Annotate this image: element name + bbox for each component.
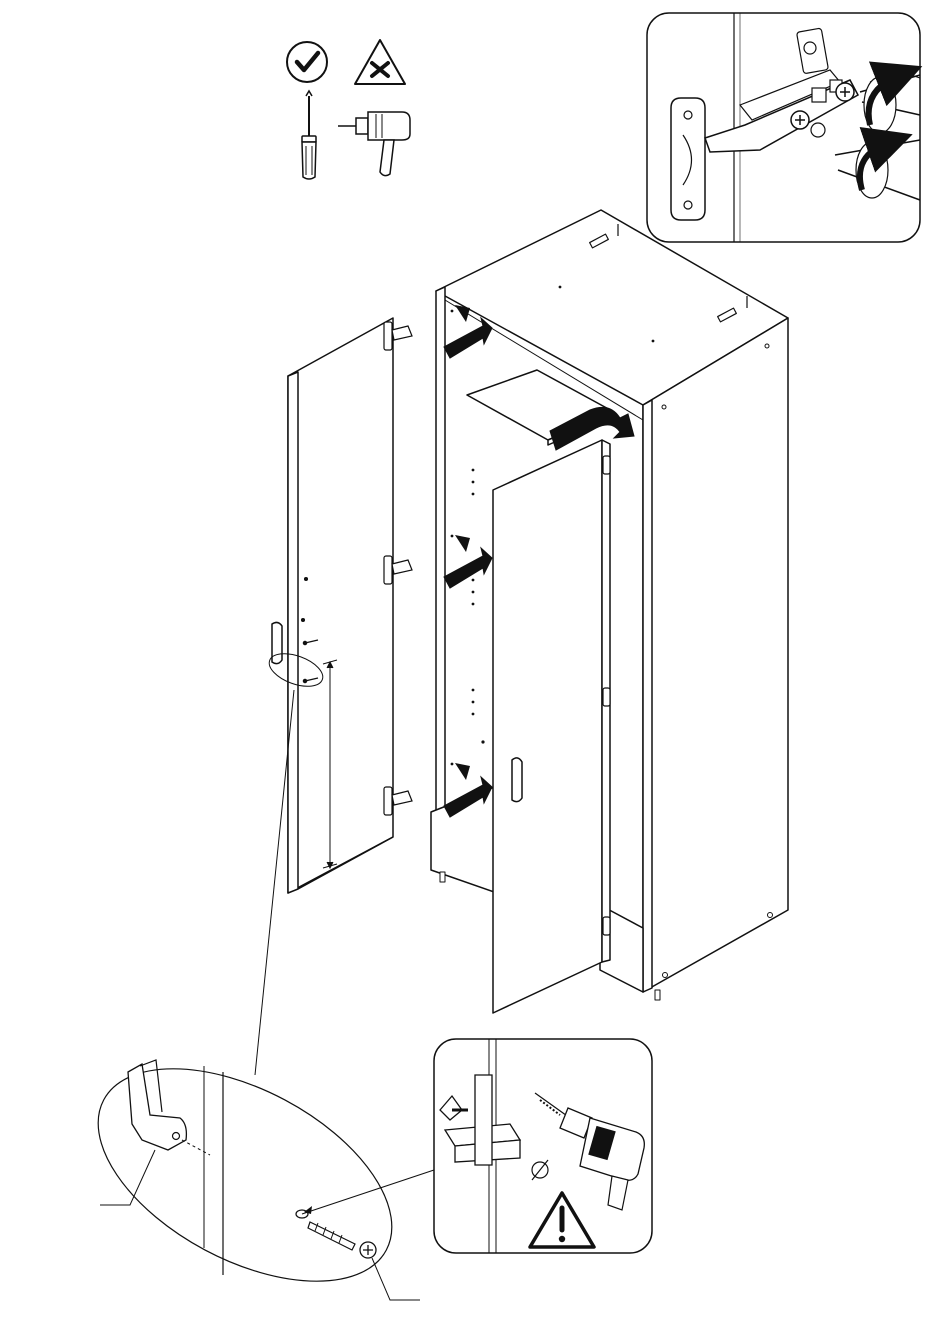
check-circle-icon: [287, 42, 327, 82]
handle-screw-detail: [64, 1025, 434, 1325]
screwdriver-icon: [302, 91, 316, 179]
drill-jig-detail: [434, 1039, 652, 1253]
left-door-panel: [288, 318, 393, 893]
right-door-handle: [512, 758, 522, 802]
arrow-tips: [455, 305, 470, 780]
hinge-adjustment-detail: [647, 13, 920, 242]
right-door-panel: [493, 440, 610, 1013]
power-drill-icon: [338, 112, 410, 176]
warning-x-icon: [355, 40, 405, 84]
left-door-handle: [272, 622, 282, 663]
